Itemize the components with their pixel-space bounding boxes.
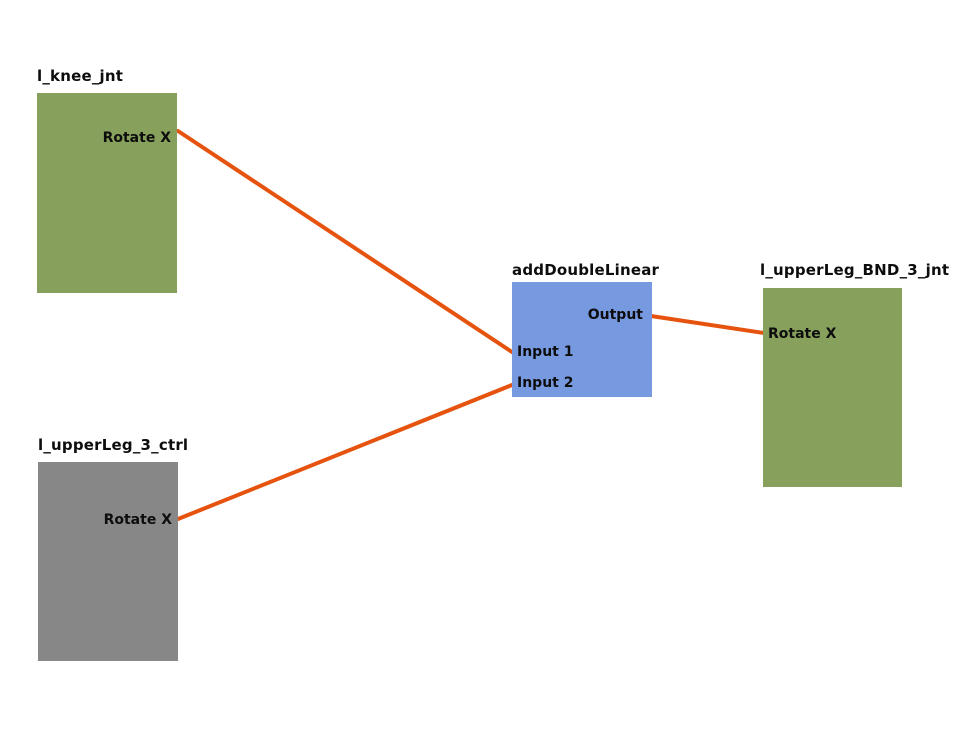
node-title: l_upperLeg_BND_3_jnt <box>760 261 950 279</box>
node-l-upperleg-bnd-3-jnt: l_upperLeg_BND_3_jnt Rotate X <box>760 262 949 487</box>
node-box[interactable]: Rotate X <box>37 93 177 293</box>
port-input-1[interactable]: Input 1 <box>517 344 574 360</box>
node-box[interactable]: Output Input 1 Input 2 <box>512 282 652 397</box>
port-rotate-x[interactable]: Rotate X <box>103 512 172 528</box>
port-output[interactable]: Output <box>587 307 643 323</box>
node-l-upperleg-3-ctrl: l_upperLeg_3_ctrl Rotate X <box>38 437 188 661</box>
connection-output-to-bnd-rotatex[interactable] <box>649 314 766 335</box>
connection-ctrl-rotatex-to-input2[interactable] <box>176 383 514 521</box>
port-input-2[interactable]: Input 2 <box>517 375 574 391</box>
node-box[interactable]: Rotate X <box>38 462 178 661</box>
node-title: l_upperLeg_3_ctrl <box>38 436 189 454</box>
node-l-knee-jnt: l_knee_jnt Rotate X <box>37 68 177 293</box>
node-title: l_knee_jnt <box>37 67 124 85</box>
node-title: addDoubleLinear <box>512 261 660 279</box>
port-rotate-x[interactable]: Rotate X <box>768 326 837 342</box>
port-rotate-x[interactable]: Rotate X <box>102 130 171 146</box>
node-box[interactable]: Rotate X <box>763 288 902 487</box>
connection-knee-rotatex-to-input1[interactable] <box>176 129 514 354</box>
node-adddoublelinear: addDoubleLinear Output Input 1 Input 2 <box>512 262 659 397</box>
